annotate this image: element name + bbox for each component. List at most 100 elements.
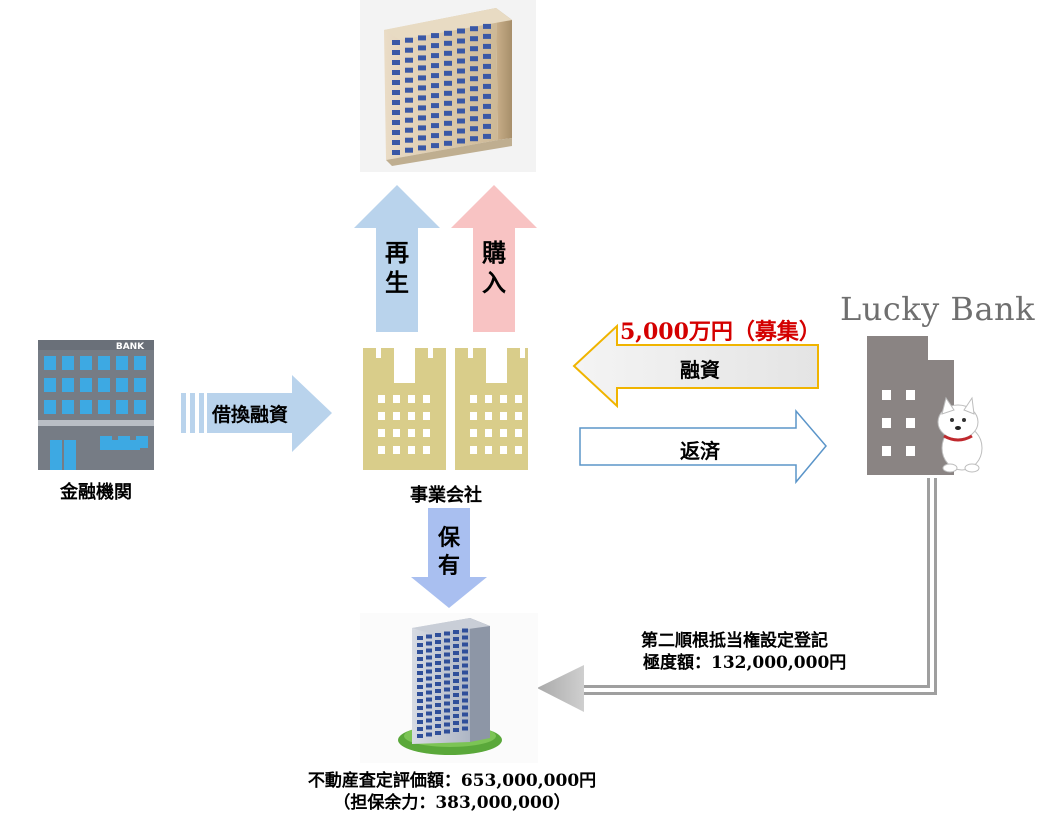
window [444,701,450,706]
window [98,400,110,414]
window [457,138,465,144]
window [444,120,452,126]
window [426,711,432,716]
refinance-label: 借換融資 [211,404,288,426]
window [500,395,507,403]
window [435,675,441,679]
window [470,412,477,420]
window [435,724,441,728]
window [462,670,468,675]
window [483,73,491,79]
window [435,647,441,651]
regenerate-arrow [354,185,440,332]
window [453,707,459,711]
window [423,446,430,454]
window [483,133,491,139]
window [453,651,459,655]
window [418,95,426,101]
window [134,356,146,370]
window [418,85,426,91]
window [418,45,426,51]
window [98,356,110,370]
company-caption: 事業会社 [410,485,482,506]
window [392,100,400,105]
window [417,650,423,654]
window [462,705,468,710]
window [500,429,507,437]
window [444,60,452,66]
amount-label: 5,000万円（募集） [620,319,821,345]
window [431,73,439,79]
window [418,145,426,151]
company-building-left [363,348,446,470]
window [98,378,110,392]
window [515,446,522,454]
window [392,130,400,135]
window [408,446,415,454]
window [444,687,450,692]
window [393,412,400,420]
window [453,672,459,676]
window [485,395,492,403]
window [431,63,439,69]
window [483,113,491,119]
hold-arrow [411,508,487,608]
window [408,412,415,420]
window [483,63,491,69]
window [392,110,400,115]
window [457,68,465,74]
window [44,400,56,414]
window [444,708,450,713]
valuation-label-line1: 不動産査定評価額：653,000,000円 [307,771,597,791]
window [426,690,432,695]
window [470,136,478,142]
window [417,671,423,675]
window [462,677,468,682]
window [418,35,426,41]
window [483,53,491,59]
window [418,115,426,121]
window [462,726,468,731]
window [457,38,465,44]
window [444,729,450,734]
window [392,50,400,55]
window [470,96,478,102]
window [462,649,468,654]
window [470,76,478,82]
window [431,83,439,89]
regenerate-label: 再生 [385,238,409,297]
window [435,661,441,665]
window [444,110,452,116]
lucky-bank-building [867,336,954,475]
window [435,668,441,672]
window [393,429,400,437]
window [426,683,432,688]
window [462,642,468,647]
window [417,664,423,668]
window [444,40,452,46]
window [134,400,146,414]
window [483,103,491,109]
window [444,100,452,106]
window [417,713,423,717]
window [435,682,441,686]
window [62,400,74,414]
window [405,57,413,63]
window [453,714,459,718]
dog-mascot-icon [937,396,983,473]
mortgage-label-line1: 第二順根抵当権設定登記 [641,631,828,651]
window [462,719,468,724]
window [453,658,459,662]
window [470,26,478,32]
window [435,703,441,707]
window [453,679,459,683]
window [392,80,400,85]
window [426,704,432,709]
window [470,46,478,52]
window [431,33,439,39]
window [457,88,465,94]
window [426,641,432,646]
window [485,412,492,420]
lucky-bank-logo: Lucky Bank [840,290,1036,328]
window [462,698,468,703]
